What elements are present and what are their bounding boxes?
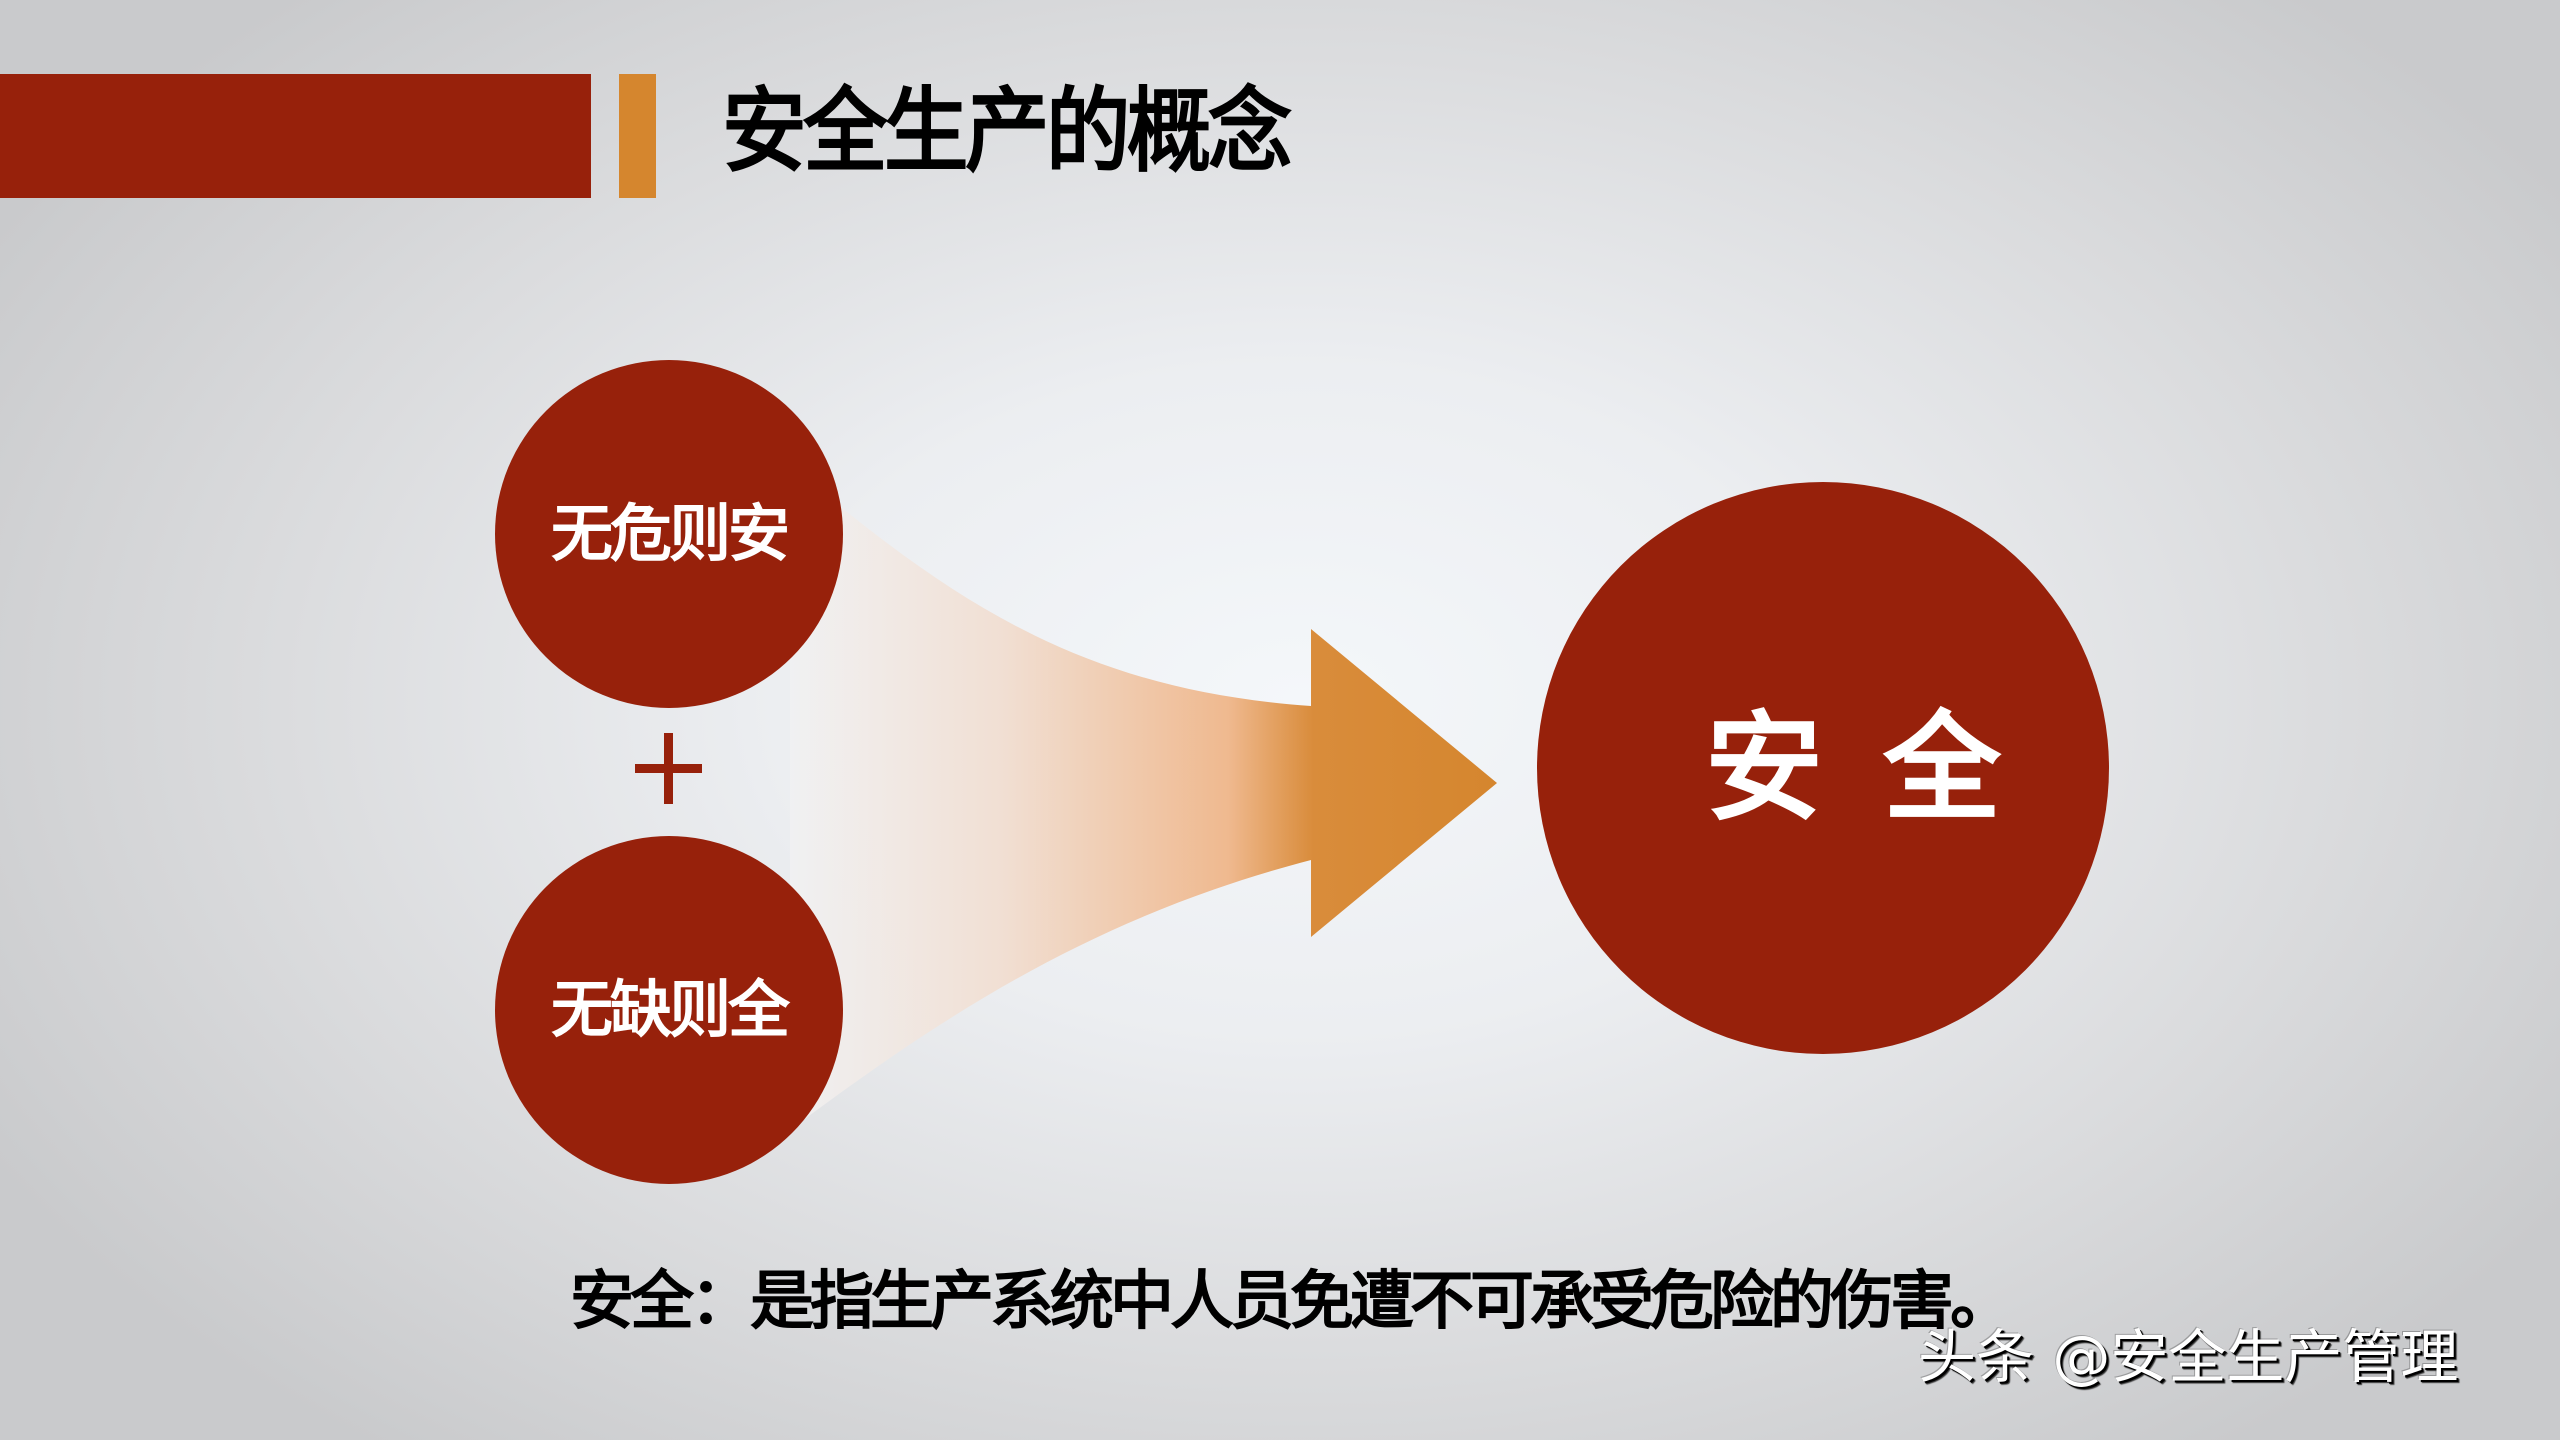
- flow-arrow-icon: [790, 465, 1497, 1130]
- definition-text: 安全：是指生产系统中人员免遭不可承受危险的伤害。: [570, 1265, 2014, 1339]
- input-label-1: 无危则安: [550, 497, 790, 570]
- input-circle-1: [495, 360, 843, 708]
- source-watermark: 头条 @安全生产管理: [1918, 1323, 2459, 1391]
- result-circle: [1537, 482, 2109, 1054]
- title-bar-red-block: [0, 74, 591, 198]
- input-circle-2: [495, 836, 843, 1184]
- page-title: 安全生产的概念: [722, 78, 1292, 185]
- result-label: 安全: [1704, 699, 2061, 837]
- plus-icon: [635, 733, 702, 804]
- input-label-2: 无缺则全: [550, 973, 790, 1046]
- title-bar-orange-accent: [619, 74, 656, 198]
